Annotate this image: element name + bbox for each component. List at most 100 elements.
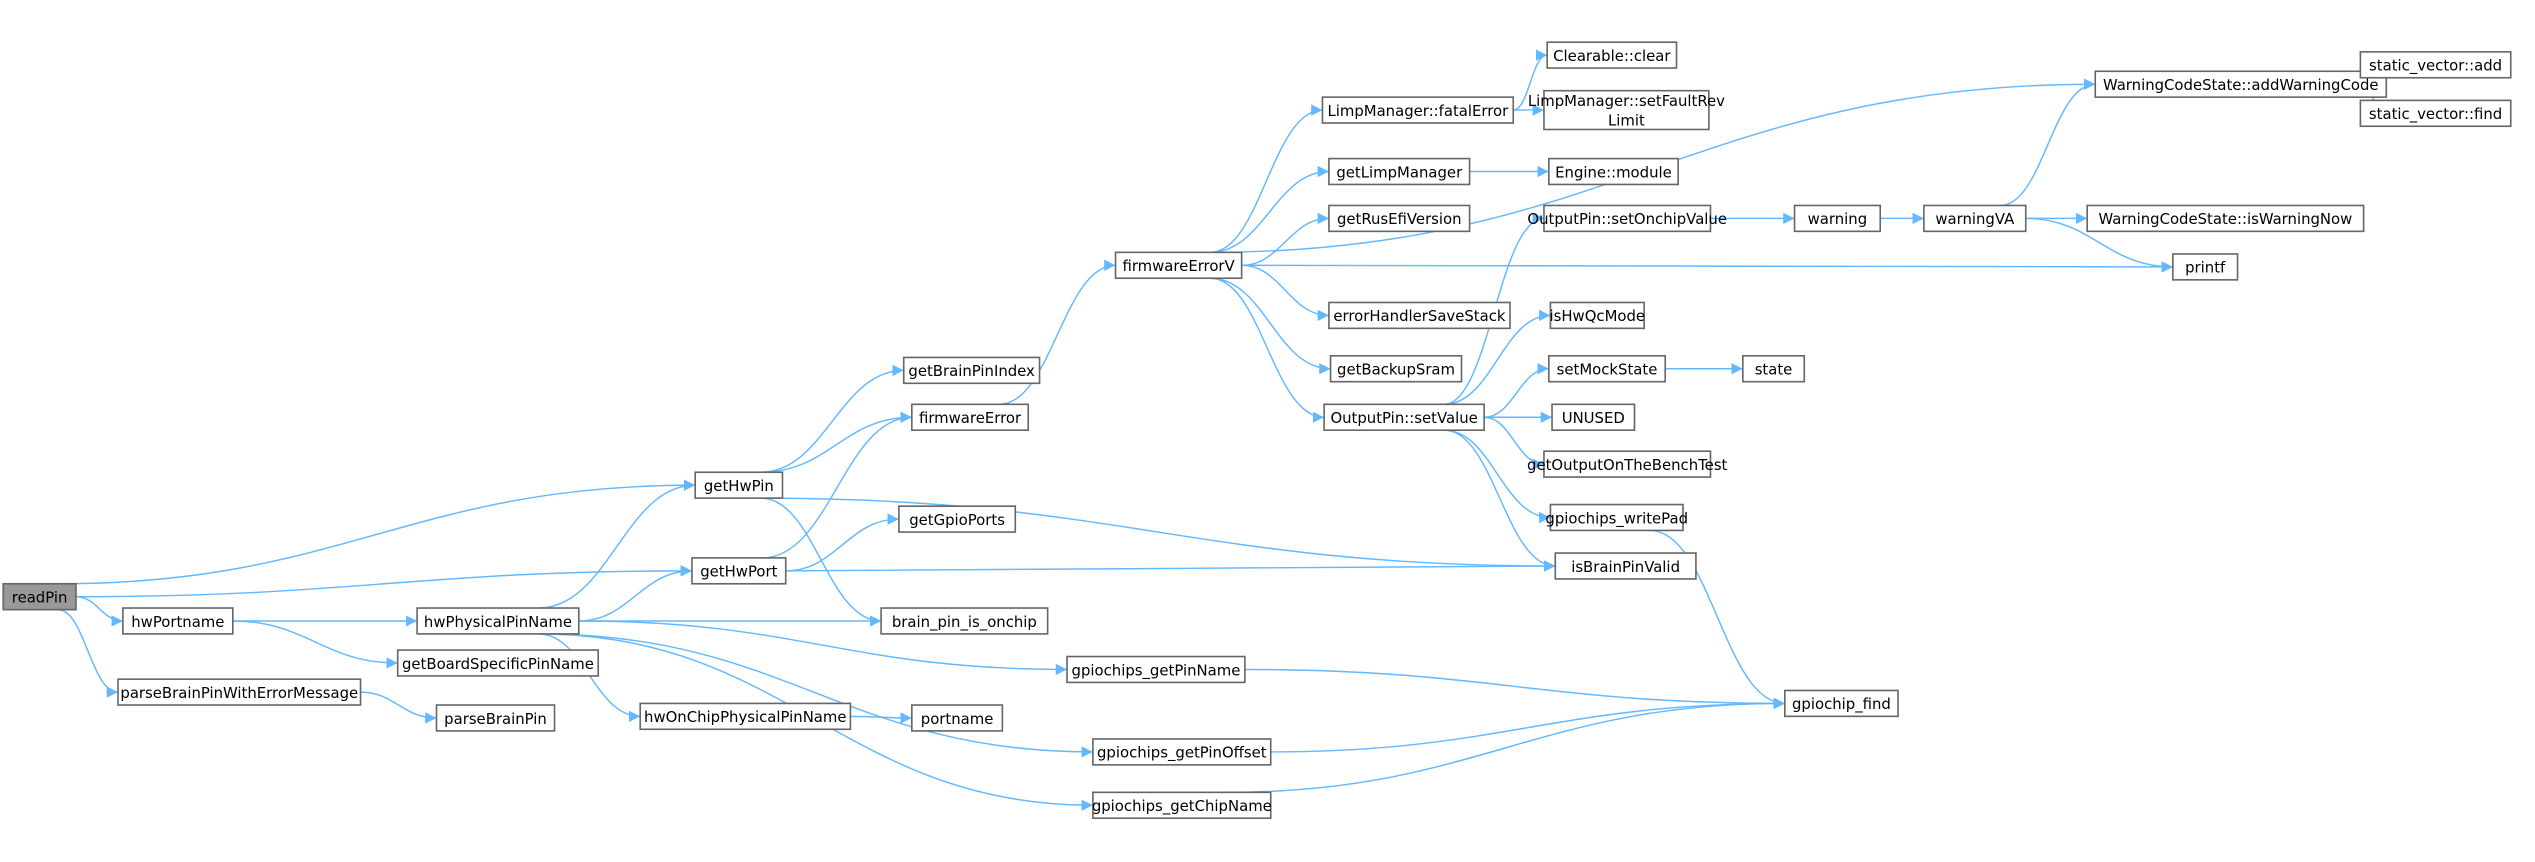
node-set-mock-state[interactable]: setMockState	[1547, 355, 1667, 383]
node-label: getBoardSpecificPinName	[402, 655, 594, 673]
node-hw-portname[interactable]: hwPortname	[122, 607, 234, 635]
node-label: gpiochip_find	[1792, 695, 1891, 713]
edge-hw-on-chip-physical-pin-name-to-portname	[850, 712, 912, 724]
node-parse-brain-pin-with-error-message[interactable]: parseBrainPinWithErrorMessage	[117, 678, 362, 706]
node-label: Engine::module	[1555, 163, 1672, 181]
edge-read-pin-to-get-hw-port	[75, 565, 692, 598]
edge-get-hw-pin-to-is-brain-pin-valid	[760, 497, 1556, 572]
node-get-board-specific-pin-name[interactable]: getBoardSpecificPinName	[396, 649, 599, 677]
node-warning-va[interactable]: warningVA	[1923, 204, 2027, 233]
node-label: isHwQcMode	[1550, 307, 1646, 325]
node-label: brain_pin_is_onchip	[892, 613, 1037, 631]
node-gpiochips-get-pin-offset[interactable]: gpiochips_getPinOffset	[1092, 738, 1272, 766]
node-box	[2, 582, 77, 611]
node-get-rus-efi-version[interactable]: getRusEfiVersion	[1328, 204, 1471, 233]
node-get-backup-sram[interactable]: getBackupSram	[1329, 355, 1463, 383]
edge-get-hw-port-to-get-gpio-ports	[785, 513, 899, 572]
node-label: errorHandlerSaveStack	[1333, 307, 1505, 325]
node-get-output-on-the-bench-test[interactable]: getOutputOnTheBenchTest	[1527, 450, 1728, 478]
node-box	[1784, 689, 1899, 718]
node-clear[interactable]: Clearable::clear	[1546, 41, 1678, 69]
node-box	[1543, 204, 1712, 233]
node-parse-brain-pin[interactable]: parseBrainPin	[435, 704, 556, 732]
edge-get-hw-pin-to-get-brain-pin-index	[760, 364, 904, 473]
node-get-limp-manager[interactable]: getLimpManager	[1328, 157, 1471, 186]
node-box	[1547, 355, 1667, 383]
node-label: static_vector::add	[2369, 57, 2502, 75]
node-get-gpio-ports[interactable]: getGpioPorts	[898, 505, 1017, 533]
node-box	[1328, 204, 1471, 233]
node-box	[1543, 450, 1712, 478]
edge-gpiochips-get-pin-offset-to-gpiochip-find	[1270, 697, 1785, 753]
edge-gpiochips-get-chip-name-to-gpiochip-find	[1226, 697, 1785, 794]
node-hw-physical-pin-name[interactable]: hwPhysicalPinName	[416, 607, 580, 635]
node-box	[1549, 503, 1684, 532]
node-box	[911, 403, 1030, 432]
node-box	[691, 557, 787, 585]
node-box	[1543, 89, 1710, 131]
node-engine-module[interactable]: Engine::module	[1547, 157, 1679, 186]
edge-firmware-error-to-firmware-error-v	[999, 259, 1116, 406]
edge-firmware-error-v-to-printf	[1241, 261, 2173, 273]
node-unused[interactable]: UNUSED	[1551, 403, 1636, 432]
node-box	[1328, 157, 1471, 186]
node-warning[interactable]: warning	[1793, 204, 1882, 233]
node-printf[interactable]: printf	[2172, 253, 2239, 281]
node-box	[911, 704, 1004, 732]
node-error-handler-save-stack[interactable]: errorHandlerSaveStack	[1328, 301, 1511, 330]
node-set-value[interactable]: OutputPin::setValue	[1323, 403, 1485, 432]
node-box	[396, 649, 599, 677]
node-label: parseBrainPinWithErrorMessage	[120, 684, 358, 702]
node-label: printf	[2185, 259, 2226, 277]
node-set-onchip-value[interactable]: OutputPin::setOnchipValue	[1527, 204, 1727, 233]
node-state[interactable]: state	[1742, 355, 1806, 383]
node-box	[416, 607, 580, 635]
node-label: firmwareError	[919, 409, 1022, 427]
node-box	[1092, 791, 1272, 820]
node-fatal-error[interactable]: LimpManager::fatalError	[1321, 96, 1515, 124]
node-label: gpiochips_getPinName	[1072, 661, 1241, 679]
edge-warning-va-to-add-warning-code	[2000, 78, 2096, 207]
node-gpiochips-get-pin-name[interactable]: gpiochips_getPinName	[1066, 655, 1246, 684]
node-get-hw-port[interactable]: getHwPort	[691, 557, 787, 585]
edge-gpiochips-get-pin-name-to-gpiochip-find	[1244, 668, 1785, 710]
edge-get-hw-port-to-is-brain-pin-valid	[785, 560, 1556, 572]
node-box	[1742, 355, 1806, 383]
node-hw-on-chip-physical-pin-name[interactable]: hwOnChipPhysicalPinName	[639, 702, 852, 731]
node-gpiochips-get-chip-name[interactable]: gpiochips_getChipName	[1092, 791, 1272, 820]
node-sv-add[interactable]: static_vector::add	[2359, 51, 2512, 79]
node-box	[1092, 738, 1272, 766]
node-box	[1554, 552, 1697, 580]
node-is-brain-pin-valid[interactable]: isBrainPinValid	[1554, 552, 1697, 580]
node-get-hw-pin[interactable]: getHwPin	[694, 471, 784, 499]
node-sv-find[interactable]: static_vector::find	[2359, 99, 2512, 128]
node-label: hwPhysicalPinName	[424, 613, 572, 631]
node-read-pin[interactable]: readPin	[2, 582, 77, 611]
edge-firmware-error-v-to-get-limp-manager	[1210, 165, 1329, 254]
node-box	[639, 702, 852, 731]
edge-set-value-to-get-output-on-the-bench-test	[1484, 416, 1544, 470]
node-portname[interactable]: portname	[911, 704, 1004, 732]
node-is-hw-qc-mode[interactable]: isHwQcMode	[1549, 301, 1646, 330]
node-gpiochips-write-pad[interactable]: gpiochips_writePad	[1545, 503, 1688, 532]
edge-hw-portname-to-get-board-specific-pin-name	[232, 620, 398, 669]
node-label: setMockState	[1557, 361, 1658, 379]
nodes-layer: readPin getHwPin getHwPort hwPortname hwPhys…	[2, 41, 2512, 820]
node-box	[1328, 301, 1511, 330]
node-box	[1549, 301, 1646, 330]
node-is-warning-now[interactable]: WarningCodeState::isWarningNow	[2086, 204, 2365, 233]
node-get-brain-pin-index[interactable]: getBrainPinIndex	[902, 356, 1041, 385]
node-box	[117, 678, 362, 706]
edge-get-hw-pin-to-firmware-error	[760, 411, 912, 473]
node-label: OutputPin::setValue	[1330, 409, 1477, 427]
node-gpiochip-find[interactable]: gpiochip_find	[1784, 689, 1899, 718]
node-firmware-error-v[interactable]: firmwareErrorV	[1114, 251, 1243, 280]
node-label: Clearable::clear	[1553, 47, 1671, 65]
node-add-warning-code[interactable]: WarningCodeState::addWarningCode	[2094, 70, 2388, 98]
edge-get-hw-port-to-firmware-error	[762, 411, 912, 559]
node-brain-pin-is-onchip[interactable]: brain_pin_is_onchip	[880, 607, 1049, 635]
node-label: getRusEfiVersion	[1337, 210, 1462, 228]
node-firmware-error[interactable]: firmwareError	[911, 403, 1030, 432]
node-box	[902, 356, 1041, 385]
